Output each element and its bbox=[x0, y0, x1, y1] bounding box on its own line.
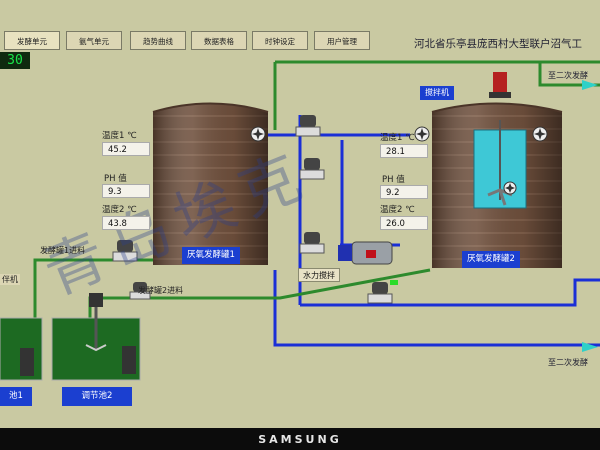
process-diagram: 青岛埃克 bbox=[0, 60, 600, 381]
vent-fan-icon bbox=[503, 181, 517, 195]
tank2-temp2-label: 温度2 ℃ bbox=[380, 205, 415, 215]
feed-tank1-label: 发酵罐1进料 bbox=[40, 246, 86, 255]
monitor-brand: SAMSUNG bbox=[258, 433, 342, 446]
vent-fan-icon bbox=[414, 126, 430, 142]
nav-user-management[interactable]: 用户管理 bbox=[314, 31, 370, 50]
left-mixer-motor bbox=[89, 293, 103, 307]
nav-trend-curve[interactable]: 趋势曲线 bbox=[130, 31, 186, 50]
tank2-temp1-value: 28.1 bbox=[380, 144, 428, 158]
tank1-ph-label: PH 值 bbox=[104, 174, 127, 184]
blue-pipe-bottom bbox=[273, 270, 600, 347]
tank2-ph-value: 9.2 bbox=[380, 185, 428, 199]
tank1-temp2-value: 43.8 bbox=[102, 216, 150, 230]
gas-pipe-right bbox=[538, 62, 600, 87]
valve-icon bbox=[295, 115, 321, 137]
tank2-ph-label: PH 值 bbox=[382, 175, 405, 185]
tank1-name-label: 厌氧发酵罐1 bbox=[182, 247, 240, 264]
valve-icon bbox=[112, 240, 138, 262]
tank1-temp1-value: 45.2 bbox=[102, 142, 150, 156]
status-indicator bbox=[390, 280, 398, 285]
valve-icon bbox=[367, 282, 393, 304]
tank1-ph-value: 9.3 bbox=[102, 184, 150, 198]
blue-pipe-return bbox=[300, 278, 600, 307]
feed-tank2-label: 发酵罐2进料 bbox=[138, 286, 184, 295]
vent-fan-icon bbox=[250, 126, 266, 142]
valve-icon bbox=[129, 282, 151, 300]
pool2-label: 调节池2 bbox=[62, 387, 132, 406]
page-title: 河北省乐亭县庞西村大型联户沼气工 bbox=[414, 38, 582, 50]
anaerobic-tank-2 bbox=[431, 72, 563, 268]
nav-clock-setting[interactable]: 时钟设定 bbox=[252, 31, 308, 50]
vent-fan-icon bbox=[532, 126, 548, 142]
arrow-right-icon bbox=[582, 80, 598, 90]
left-mixer-label: 伴机 bbox=[0, 274, 20, 285]
hmi-screen: 发酵单元 氨气单元 趋势曲线 数据表格 时钟设定 用户管理 河北省乐亭县庞西村大… bbox=[0, 0, 600, 428]
tank2-mixer-label[interactable]: 搅拌机 bbox=[420, 86, 454, 100]
pool-1 bbox=[0, 317, 43, 381]
regulating-pool-2 bbox=[51, 305, 141, 381]
nav-fermentation-unit[interactable]: 发酵单元 bbox=[4, 31, 60, 50]
tank1-temp2-label: 温度2 ℃ bbox=[102, 205, 137, 215]
to-secondary-bottom-label: 至二次发酵 bbox=[548, 358, 588, 367]
counter-display: 30 bbox=[0, 52, 30, 69]
tank1-temp1-label: 温度1 ℃ bbox=[102, 131, 137, 141]
to-secondary-top-label: 至二次发酵 bbox=[548, 71, 588, 80]
pool1-label: 池1 bbox=[0, 387, 32, 406]
nav-ammonia-unit[interactable]: 氨气单元 bbox=[66, 31, 122, 50]
tank2-mixer-motor bbox=[493, 72, 507, 94]
monitor-bezel bbox=[0, 428, 600, 450]
feed-pipe-tank2 bbox=[88, 268, 431, 318]
tank2-name-label: 厌氧发酵罐2 bbox=[462, 251, 520, 268]
anaerobic-tank-1 bbox=[152, 102, 269, 265]
valve-icon bbox=[299, 158, 325, 180]
pump-icon bbox=[338, 241, 393, 265]
arrow-right-icon bbox=[582, 342, 598, 352]
valve-icon bbox=[299, 232, 325, 254]
nav-data-table[interactable]: 数据表格 bbox=[191, 31, 247, 50]
hydraulic-mix-button[interactable]: 水力搅拌 bbox=[298, 268, 340, 282]
tank2-temp2-value: 26.0 bbox=[380, 216, 428, 230]
tank2-temp1-label: 温度1 ℃ bbox=[380, 133, 415, 143]
